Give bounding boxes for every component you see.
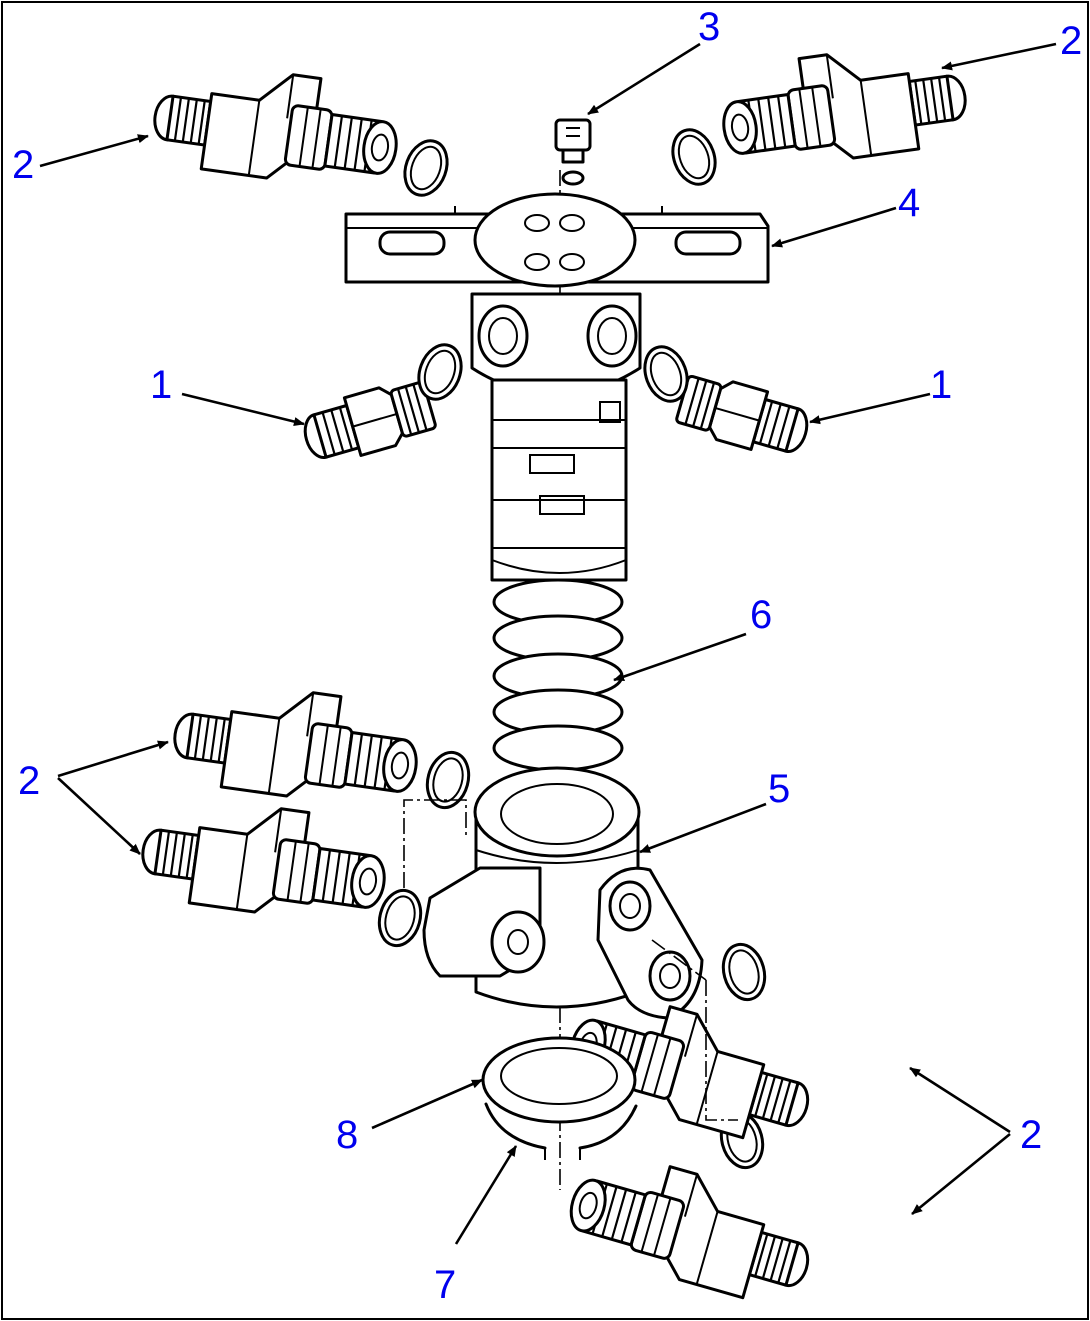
snap-ring (484, 1102, 638, 1160)
callout-2-mid-left: 2 (18, 759, 40, 803)
callout-1-right: 1 (930, 363, 952, 407)
leader-5 (639, 802, 767, 854)
leader-1-l (181, 392, 305, 427)
o-ring-top-left (396, 133, 456, 203)
straight-connector-left (296, 374, 440, 471)
callout-2-top-right: 2 (1060, 19, 1082, 63)
callout-3: 3 (698, 5, 720, 49)
retainer-ring (481, 1036, 637, 1124)
mounting-flange (344, 192, 770, 288)
o-ring-lower-right-upper (715, 938, 773, 1006)
callout-8: 8 (336, 1113, 358, 1157)
leader-2-ml-b (57, 777, 141, 855)
elbow-fitting-mid-left-lower (135, 788, 394, 931)
callout-2-top-left: 2 (12, 143, 34, 187)
guide-line-right (651, 939, 738, 1121)
leader-2-ml-a (57, 740, 169, 778)
swivel-shaft-body (470, 292, 642, 582)
callout-6: 6 (750, 593, 772, 637)
elbow-fitting-lower-right-lower (558, 1141, 825, 1314)
swivel-housing (422, 766, 704, 1020)
leader-2-br-b (911, 1132, 1011, 1216)
callout-5: 5 (768, 767, 790, 811)
o-ring-lower-left-upper (419, 746, 477, 814)
straight-connector-right (672, 368, 816, 465)
leader-7 (454, 1145, 518, 1245)
o-ring-top-right (664, 122, 724, 192)
guide-line-left (403, 799, 467, 888)
leader-2-br-a (909, 1066, 1011, 1134)
callout-4: 4 (898, 181, 920, 225)
seal-ring-stack (492, 578, 624, 772)
leader-2-tr (941, 42, 1057, 71)
elbow-fitting-top-left (147, 54, 406, 197)
leader-1-r (809, 392, 931, 425)
callout-2-bottom-right: 2 (1020, 1113, 1042, 1157)
elbow-fitting-mid-left-upper (167, 672, 426, 815)
leader-2-tl (39, 134, 149, 168)
leader-8 (371, 1078, 483, 1130)
leader-6 (613, 632, 747, 682)
callout-7: 7 (434, 1263, 456, 1307)
leader-4 (771, 206, 897, 248)
elbow-fitting-top-right (714, 34, 973, 177)
plug-screw (554, 118, 592, 186)
callout-1-left: 1 (150, 363, 172, 407)
leader-3 (587, 42, 701, 116)
